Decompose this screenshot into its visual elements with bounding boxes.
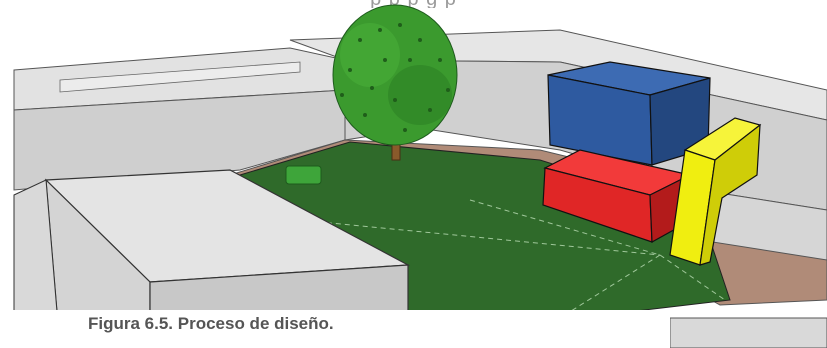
bottom-right-block (669, 317, 827, 348)
shrub (285, 165, 322, 185)
blue-box (547, 61, 711, 166)
cropped-body-text: p p p g p (0, 0, 827, 8)
yellow-piece (669, 117, 762, 266)
back-wall-left (13, 47, 346, 191)
tree (332, 4, 458, 161)
figure-caption: Figura 6.5. Proceso de diseño. (88, 314, 334, 333)
caption-background (0, 310, 670, 348)
grass-dashed-lines (299, 199, 726, 319)
